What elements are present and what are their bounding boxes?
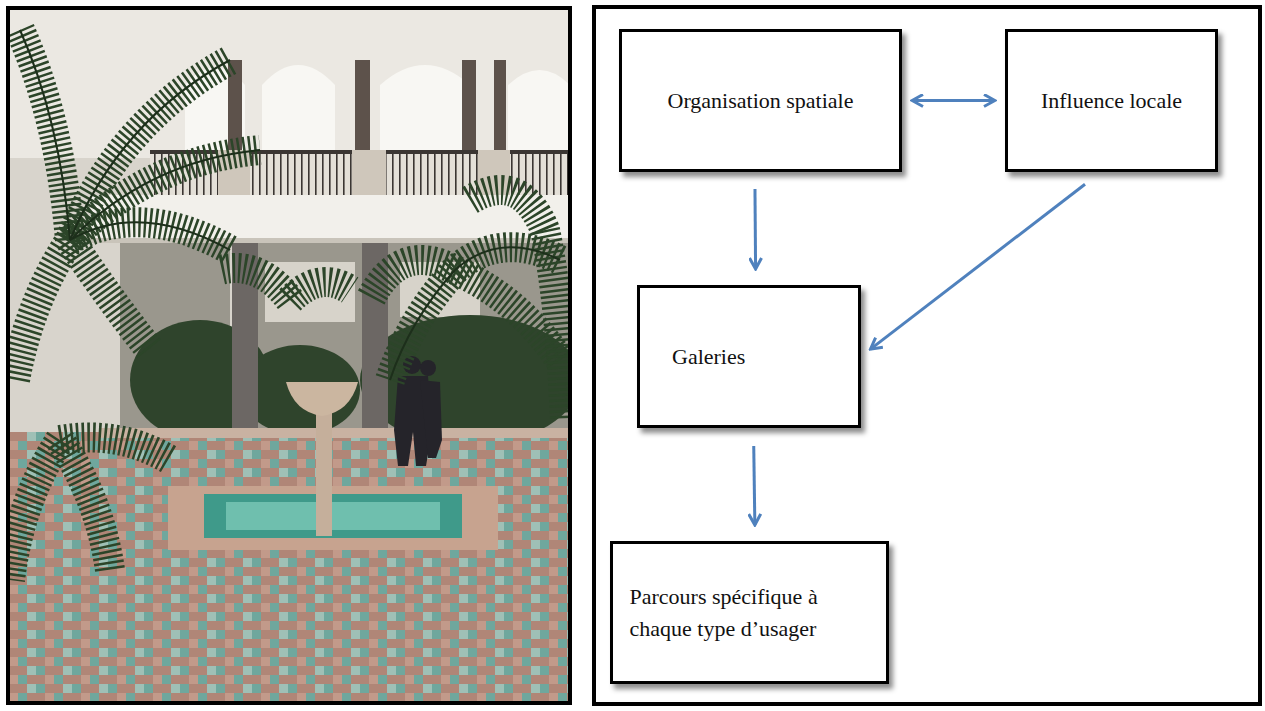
palm-frond bbox=[15, 240, 70, 380]
palm-frond bbox=[10, 440, 60, 580]
shrubs bbox=[130, 315, 570, 445]
palm-frond bbox=[20, 30, 70, 240]
concept-box: Organisation spatiale bbox=[619, 29, 902, 172]
flow-arrow bbox=[871, 184, 1085, 349]
photo-scene bbox=[8, 8, 570, 703]
concept-box: Influence locale bbox=[1005, 29, 1218, 172]
node-label: Parcours spécifique à chaque type d’usag… bbox=[630, 581, 870, 645]
palm-frond bbox=[70, 150, 260, 240]
upper-gallery bbox=[8, 8, 570, 158]
palm-frond bbox=[60, 438, 170, 461]
tiled-floor bbox=[8, 432, 570, 703]
palm-frond bbox=[220, 268, 290, 300]
node-label: Organisation spatiale bbox=[668, 85, 854, 117]
palm-frond bbox=[70, 240, 150, 350]
fountain-basin bbox=[204, 494, 462, 538]
flow-arrow bbox=[912, 99, 995, 102]
concept-box: Parcours spécifique à chaque type d’usag… bbox=[610, 541, 889, 684]
palm-frond bbox=[470, 190, 545, 230]
photo-frame bbox=[8, 8, 570, 703]
palm-frond bbox=[370, 260, 455, 300]
palm-fronds bbox=[10, 30, 565, 580]
fountain-bowl bbox=[286, 382, 358, 416]
planter-edge bbox=[100, 428, 570, 438]
node-label: Influence locale bbox=[1041, 85, 1182, 117]
palm-trees bbox=[10, 30, 565, 580]
diagram-frame bbox=[594, 7, 1260, 704]
upper-columns bbox=[228, 60, 506, 155]
fountain-step bbox=[226, 502, 440, 530]
palm-frond bbox=[70, 222, 230, 250]
palm-frond bbox=[60, 440, 110, 570]
frond-ribs bbox=[20, 30, 560, 380]
palm-frond bbox=[390, 270, 455, 380]
fountain-pedestal bbox=[316, 408, 332, 536]
fountain-rim bbox=[168, 486, 498, 550]
flow-arrow bbox=[753, 189, 757, 269]
flow-arrow bbox=[754, 446, 755, 525]
concept-box: Galeries bbox=[637, 285, 861, 428]
node-label: Galeries bbox=[672, 341, 745, 373]
palm-frond bbox=[70, 60, 230, 240]
palm-frond bbox=[290, 282, 350, 300]
